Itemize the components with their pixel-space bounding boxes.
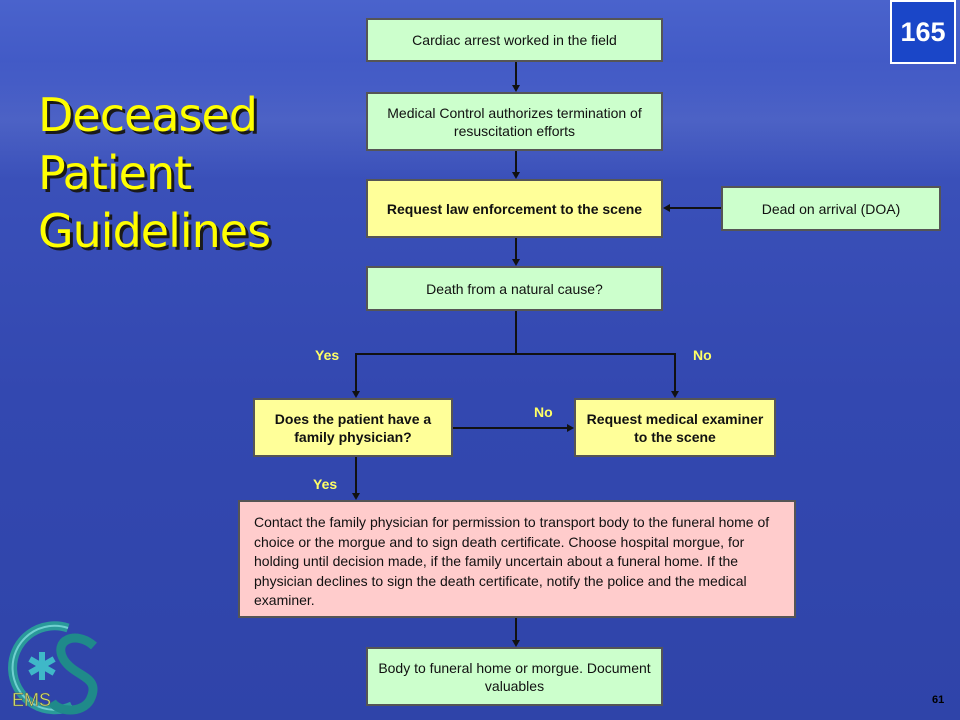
connector-line <box>515 238 517 259</box>
connector-line <box>515 311 517 354</box>
slide-number-badge: 165 <box>890 0 956 64</box>
node-medical-control: Medical Control authorizes termination o… <box>366 92 663 151</box>
node-cardiac-arrest: Cardiac arrest worked in the field <box>366 18 663 62</box>
title-line-1: Deceased <box>38 88 258 142</box>
node-request-law-enforcement: Request law enforcement to the scene <box>366 179 663 238</box>
arrow-down-icon <box>512 85 520 92</box>
node-contact-family-physician: Contact the family physician for permiss… <box>238 500 796 618</box>
arrow-down-icon <box>512 259 520 266</box>
title-line-2: Patient <box>38 146 192 200</box>
connector-line <box>515 618 517 640</box>
arrow-down-icon <box>352 391 360 398</box>
arrow-down-icon <box>512 640 520 647</box>
node-request-medical-examiner: Request medical examiner to the scene <box>574 398 776 457</box>
slide-title: Deceased Patient Guidelines <box>38 86 271 260</box>
connector-line <box>355 457 357 493</box>
star-of-life-icon <box>28 652 56 680</box>
connector-line <box>355 353 357 391</box>
ems-logo: EMS <box>8 621 98 715</box>
node-body-to-funeral-home: Body to funeral home or morgue. Document… <box>366 647 663 706</box>
node-dead-on-arrival: Dead on arrival (DOA) <box>721 186 941 231</box>
label-yes: Yes <box>315 347 340 363</box>
connector-line <box>355 353 676 355</box>
connector-line <box>453 427 567 429</box>
label-yes: Yes <box>313 476 338 492</box>
connector-line <box>515 62 517 85</box>
node-family-physician-question: Does the patient have a family physician… <box>253 398 453 457</box>
arrow-down-icon <box>352 493 360 500</box>
arrow-left-icon <box>663 204 670 212</box>
node-natural-cause-question: Death from a natural cause? <box>366 266 663 311</box>
arrow-down-icon <box>512 172 520 179</box>
logo-text: EMS <box>12 690 51 710</box>
title-line-3: Guidelines <box>38 204 271 258</box>
connector-line <box>674 353 676 391</box>
connector-line <box>670 207 721 209</box>
connector-line <box>515 151 517 172</box>
arrow-down-icon <box>671 391 679 398</box>
page-number: 61 <box>932 694 945 706</box>
label-no: No <box>534 404 553 420</box>
arrow-right-icon <box>567 424 574 432</box>
label-no: No <box>693 347 712 363</box>
